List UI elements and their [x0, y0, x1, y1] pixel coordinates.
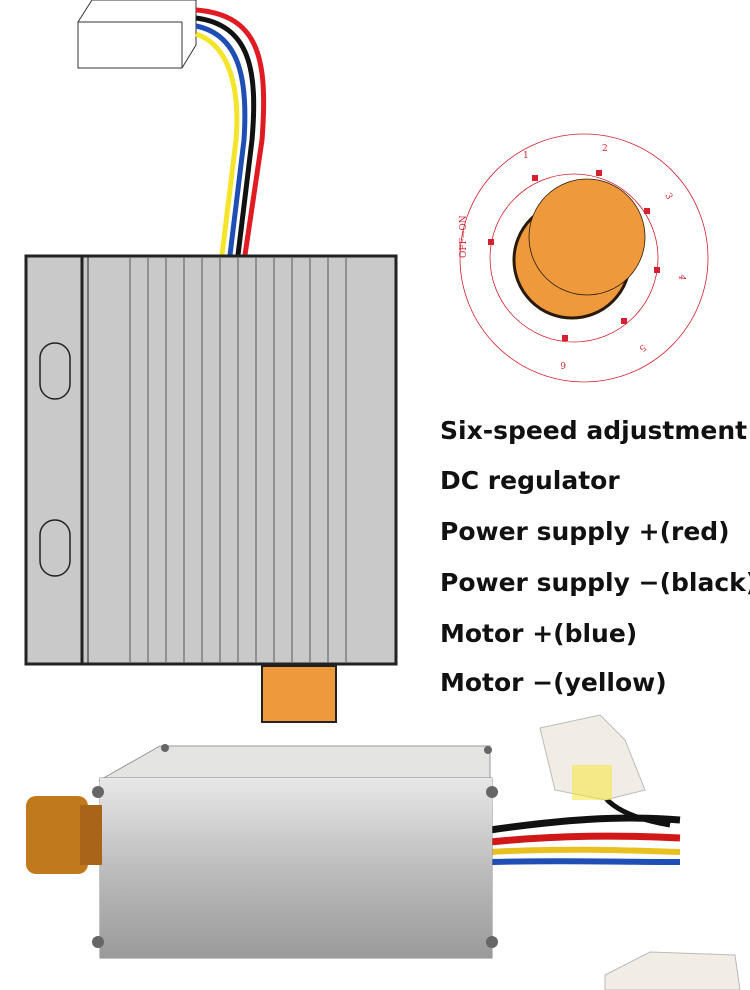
- dial-label-1: 1: [523, 151, 529, 161]
- regulator-body: [24, 254, 398, 723]
- connector-block: [77, 0, 197, 69]
- feature-six-speed: Six-speed adjustment: [440, 416, 748, 445]
- feature-motor-negative: Motor −(yellow): [440, 668, 667, 697]
- dial-label-3: 3: [662, 192, 674, 202]
- dial-label-4: 4: [676, 273, 687, 281]
- dial-label-off-on: OFF→ON: [459, 215, 469, 258]
- feature-dc-regulator: DC regulator: [440, 466, 620, 495]
- speed-dial: OFF→ON 1 2 3 4 5 6: [459, 133, 709, 383]
- dial-label-6: 6: [560, 359, 566, 369]
- feature-power-positive: Power supply +(red): [440, 517, 730, 546]
- feature-power-negative: Power supply −(black): [440, 568, 750, 597]
- dial-label-5: 5: [636, 342, 647, 354]
- wires: [195, 7, 267, 256]
- dial-label-2: 2: [602, 144, 608, 154]
- feature-motor-positive: Motor +(blue): [440, 619, 638, 648]
- device-photo: [26, 714, 741, 990]
